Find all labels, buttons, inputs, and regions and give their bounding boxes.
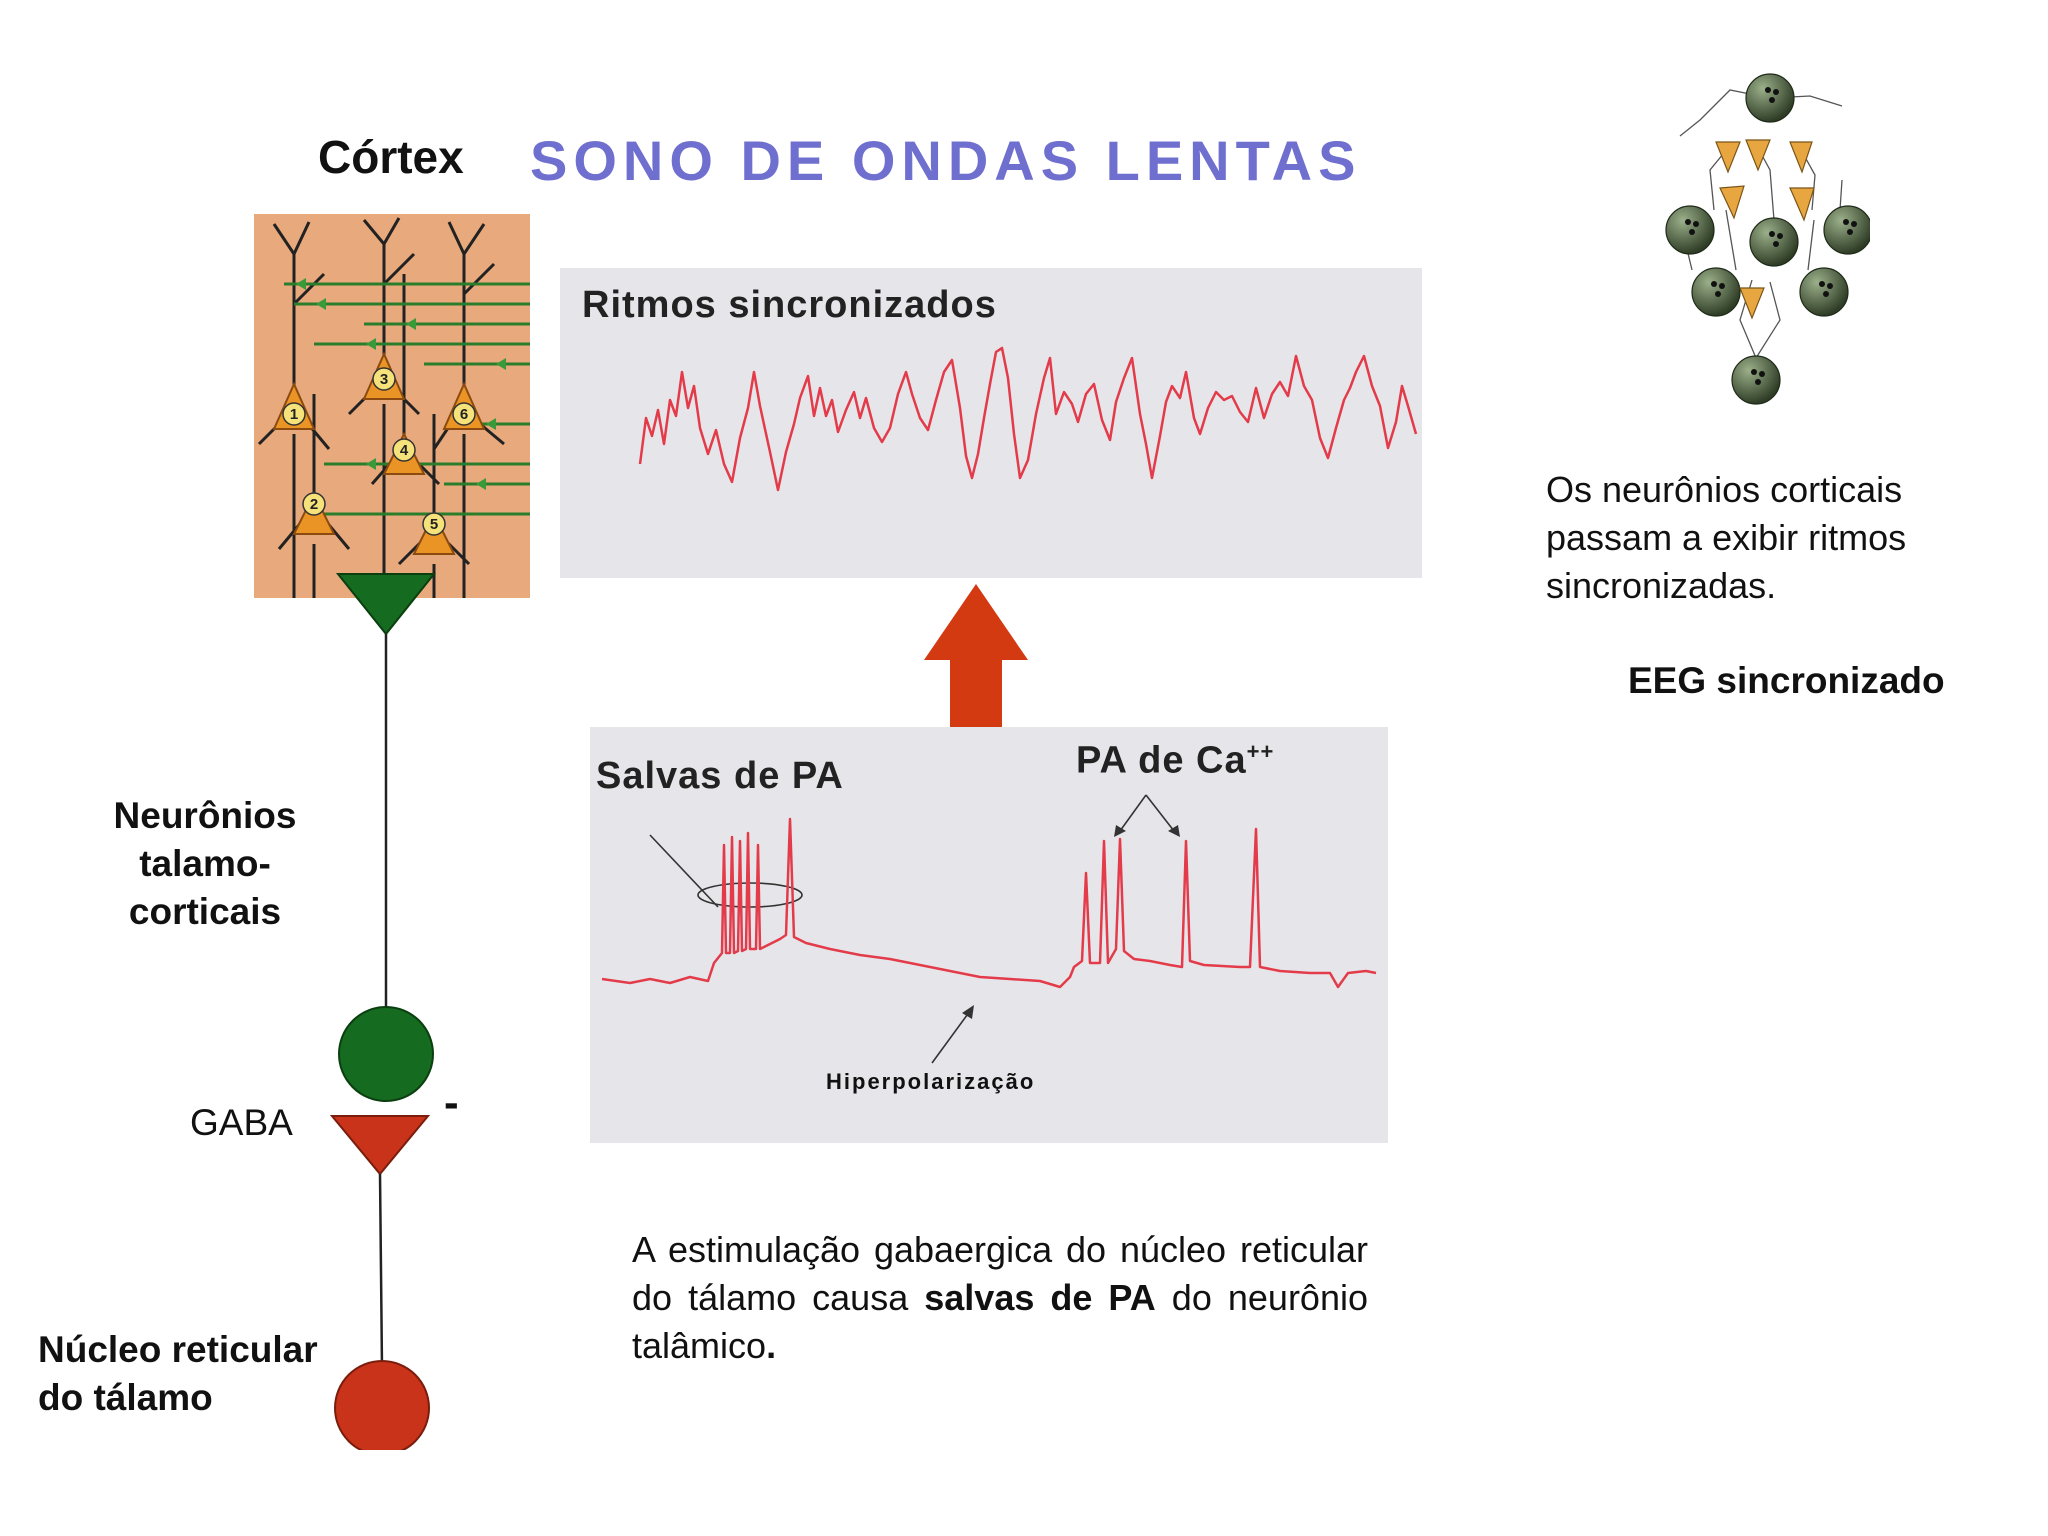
neuron-number: 1 xyxy=(290,406,298,423)
eeg-synchronized-label: EEG sincronizado xyxy=(1628,660,1945,701)
thalamic-pathway xyxy=(329,573,437,1450)
thalamocortical-neuron-circle xyxy=(338,1006,434,1102)
reticular-neuron-circle xyxy=(334,1360,430,1450)
eeg-trace xyxy=(638,346,1418,492)
neuron-number: 6 xyxy=(460,406,468,423)
calcium-ap-label: PA de Ca++ xyxy=(1076,739,1275,782)
cortical-neurons-description: Os neurônios corticais passam a exibir r… xyxy=(1546,469,1907,606)
neuron-number: 4 xyxy=(400,442,409,459)
cortex-label: Córtex xyxy=(318,131,464,183)
gabaergic-description: A estimulação gabaergica do núcleo retic… xyxy=(632,1229,1368,1366)
cortex-illustration: 1 2 3 4 5 6 xyxy=(254,214,530,598)
neuron-number: 5 xyxy=(430,516,438,533)
synchronized-puppets-illustration xyxy=(1665,73,1870,405)
neuron-number: 2 xyxy=(310,496,318,513)
membrane-potential-trace xyxy=(601,794,1377,1064)
hyperpolarization-label: Hiperpolarização xyxy=(826,1069,1036,1094)
bursts-label: Salvas de PA xyxy=(596,755,844,797)
action-potential-panel: Salvas de PA PA de Ca++ Hiperpolarização xyxy=(590,727,1388,1143)
synchronized-rhythms-panel: Ritmos sincronizados xyxy=(560,268,1422,578)
synchronized-rhythms-label: Ritmos sincronizados xyxy=(582,284,997,326)
gaba-synapse-triangle xyxy=(329,1115,431,1176)
page-title: SONO DE ONDAS LENTAS xyxy=(530,129,1362,192)
up-arrow xyxy=(924,584,1028,730)
neuron-number: 3 xyxy=(380,371,388,388)
reticular-nucleus-label: Núcleo reticular do tálamo xyxy=(38,1329,318,1418)
thalamocortical-label: Neurônios talamo- corticais xyxy=(113,795,297,932)
inhibitory-sign: - xyxy=(444,1078,459,1127)
cortical-synapse-triangle xyxy=(335,573,437,636)
gaba-label: GABA xyxy=(190,1102,293,1143)
